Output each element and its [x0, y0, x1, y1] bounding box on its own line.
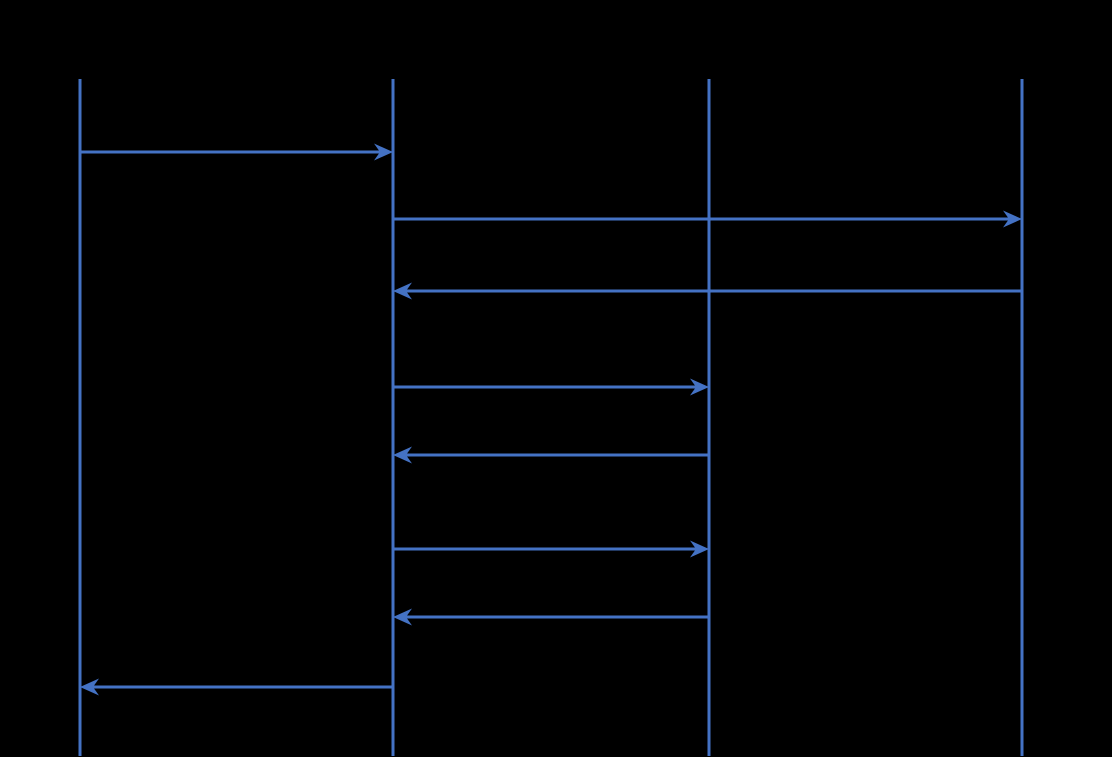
message-5-arrowhead-icon — [393, 446, 412, 464]
message-1-arrowhead-icon — [374, 143, 393, 161]
message-2-arrowhead-icon — [1003, 210, 1022, 228]
message-6-arrowhead-icon — [690, 540, 709, 558]
message-7-arrowhead-icon — [393, 608, 412, 626]
message-8-arrowhead-icon — [80, 678, 99, 696]
message-4-arrowhead-icon — [690, 378, 709, 396]
message-3-arrowhead-icon — [393, 282, 412, 300]
